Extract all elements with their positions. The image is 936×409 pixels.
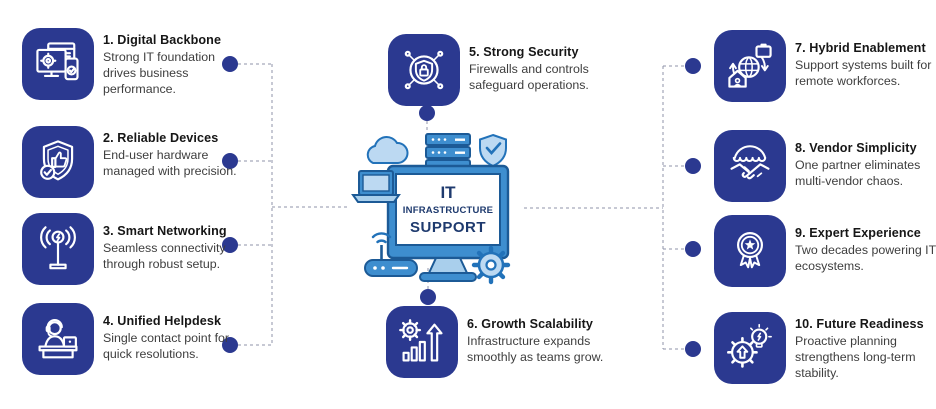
storefront-handshake-icon [730,145,770,180]
globe-home-briefcase-icon [728,43,772,88]
unified-helpdesk-tile [22,303,94,375]
item-description: One partner eliminates multi-vendor chao… [795,158,921,188]
hybrid-enablement-tile [714,30,786,102]
item-title: 10. Future Readiness [795,317,924,331]
antenna-signal-icon [40,226,76,270]
expert-experience-tile [714,215,786,287]
connector-dot [222,153,238,169]
item-expert-experience: 9. Expert Experience Two decades powerin… [714,215,936,287]
shield-check-icon [479,133,507,168]
item-description: Support systems built for remote workfor… [795,58,932,88]
item-future-readiness: 10. Future Readiness Proactive planning … [714,312,936,384]
item-title: 7. Hybrid Enablement [795,41,926,55]
item-description: Strong IT foundation drives business per… [103,50,216,96]
smart-networking-tile [22,213,94,285]
support-agent-icon [38,319,78,359]
item-description: End-user hardware managed with precision… [103,148,237,178]
vendor-simplicity-tile [714,130,786,202]
connector-dot [685,341,701,357]
item-growth-scalability: 6. Growth Scalability Infrastructure exp… [386,306,617,378]
item-title: 3. Smart Networking [103,224,227,238]
growth-scalability-tile [386,306,458,378]
monitor-title-line3: SUPPORT [410,219,486,236]
item-title: 6. Growth Scalability [467,317,593,331]
cloud-icon [366,136,409,164]
item-smart-networking: 3. Smart Networking Seamless connectivit… [22,213,241,285]
monitor-gear-phone-icon [36,42,79,81]
item-description: Firewalls and controls safeguard operati… [469,62,589,92]
item-title: 5. Strong Security [469,45,579,59]
item-title: 4. Unified Helpdesk [103,314,222,328]
connector-dot [685,241,701,257]
it-infrastructure-illustration: IT INFRASTRUCTURE SUPPORT [351,133,511,285]
item-description: Seamless connectivity through robust set… [103,241,226,271]
digital-backbone-tile [22,28,94,100]
future-readiness-tile [714,312,786,384]
connector-dot [685,158,701,174]
connector-dot [222,337,238,353]
strong-security-tile [388,34,460,106]
connector-dot [222,237,238,253]
item-reliable-devices: 2. Reliable Devices End-user hardware ma… [22,126,241,198]
monitor-title-line1: IT [440,183,456,202]
item-title: 8. Vendor Simplicity [795,141,917,155]
connector-dot [222,56,238,72]
wifi-router-icon [364,232,418,277]
item-description: Proactive planning strengthens long-term… [795,334,916,380]
item-unified-helpdesk: 4. Unified Helpdesk Single contact point… [22,303,241,375]
award-ribbon-star-icon [737,232,763,269]
gear-icon [471,245,511,285]
item-description: Single contact point for quick resolutio… [103,331,230,361]
shield-thumbs-up-icon [40,140,74,181]
item-vendor-simplicity: 8. Vendor Simplicity One partner elimina… [714,130,936,202]
item-title: 1. Digital Backbone [103,33,222,47]
connector-dot [685,58,701,74]
connector-dot [419,105,435,121]
item-digital-backbone: 1. Digital Backbone Strong IT foundation… [22,28,241,100]
item-strong-security: 5. Strong Security Firewalls and control… [388,34,609,106]
gear-bars-arrow-icon [399,319,443,362]
item-description: Two decades powering IT ecosystems. [795,243,936,273]
item-title: 2. Reliable Devices [103,131,219,145]
laptop-icon [351,170,401,203]
connector-dot [420,289,436,305]
item-description: Infrastructure expands smoothly as teams… [467,334,604,364]
item-title: 9. Expert Experience [795,226,921,240]
monitor-title-line2: INFRASTRUCTURE [403,205,493,216]
gear-lightbulb-icon [727,323,772,368]
monitor-icon: IT INFRASTRUCTURE SUPPORT [386,164,510,282]
lock-shield-circuit-icon [404,50,444,90]
item-hybrid-enablement: 7. Hybrid Enablement Support systems bui… [714,30,936,102]
reliable-devices-tile [22,126,94,198]
